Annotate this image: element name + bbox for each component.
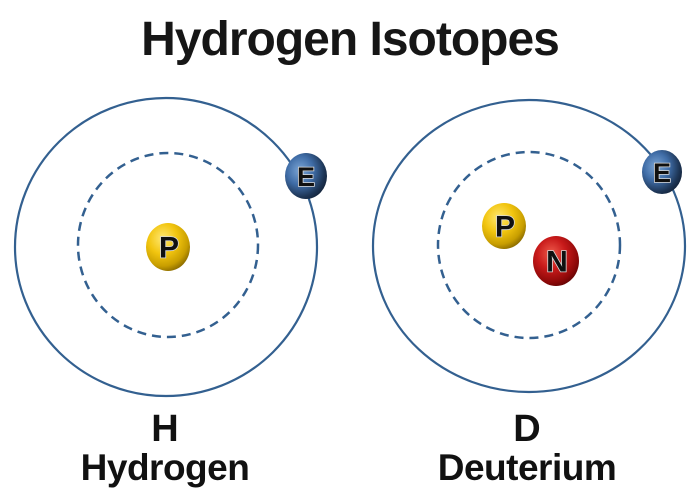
hydrogen-proton-label: P xyxy=(159,232,179,265)
deuterium-outer-orbit xyxy=(371,98,687,394)
page-title: Hydrogen Isotopes xyxy=(141,13,560,66)
deuterium-proton-sphere xyxy=(482,203,526,249)
hydrogen-proton-sphere xyxy=(146,223,190,271)
deuterium-atom-diagram: P N E xyxy=(371,98,687,394)
deuterium-electron-label: E xyxy=(653,158,671,188)
hydrogen-outer-orbit xyxy=(13,96,319,398)
hydrogen-electron-sphere xyxy=(285,153,327,199)
hydrogen-atom-diagram: P E xyxy=(13,96,327,398)
deuterium-neutron-sphere xyxy=(533,236,579,286)
hydrogen-label-block: H Hydrogen xyxy=(15,409,315,487)
deuterium-neutron-label: N xyxy=(546,246,568,279)
deuterium-inner-orbit xyxy=(436,150,622,340)
deuterium-symbol-label: D xyxy=(513,408,541,450)
hydrogen-electron-label: E xyxy=(297,162,315,192)
hydrogen-inner-orbit xyxy=(76,151,260,339)
deuterium-label-block: D Deuterium xyxy=(377,409,677,487)
hydrogen-name-label: Hydrogen xyxy=(80,447,250,488)
hydrogen-symbol-label: H xyxy=(151,408,179,450)
deuterium-proton-label: P xyxy=(495,211,515,244)
deuterium-name-label: Deuterium xyxy=(437,447,617,488)
deuterium-electron-sphere xyxy=(642,150,682,194)
